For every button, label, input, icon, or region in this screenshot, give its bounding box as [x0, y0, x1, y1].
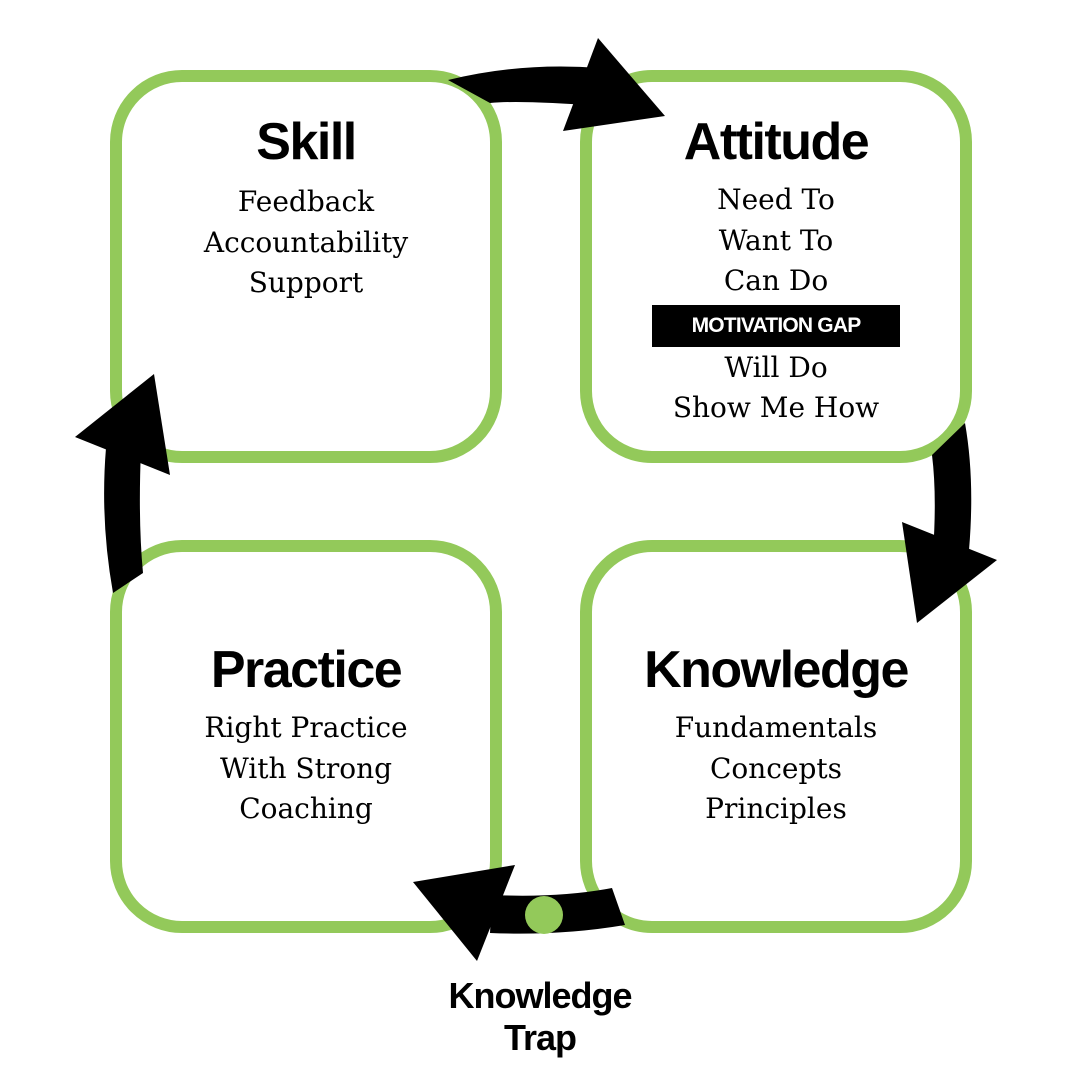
knowledge-trap-label: Knowledge Trap — [410, 975, 670, 1059]
practice-box: Practice Right Practice With Strong Coac… — [110, 540, 502, 933]
skill-title: Skill — [256, 113, 357, 171]
practice-item: Coaching — [239, 792, 373, 825]
motivation-gap-badge: MOTIVATION GAP — [652, 304, 900, 347]
knowledge-trap-line2: Trap — [503, 1017, 577, 1058]
knowledge-box: Knowledge Fundamentals Concepts Principl… — [580, 540, 972, 933]
practice-title: Practice — [210, 641, 403, 699]
practice-item: Right Practice — [204, 711, 408, 744]
skill-item: Support — [248, 266, 364, 299]
attitude-box: Attitude Need To Want To Can Do MOTIVATI… — [580, 70, 972, 463]
attitude-items: Need To Want To Can Do MOTIVATION GAP Wi… — [592, 180, 960, 429]
knowledge-title: Knowledge — [644, 641, 909, 699]
knowledge-item: Fundamentals — [674, 711, 878, 744]
skill-item: Accountability — [203, 225, 409, 259]
knowledge-trap-dot-icon — [525, 896, 563, 934]
knowledge-item: Concepts — [709, 751, 843, 785]
skill-box: Skill Feedback Accountability Support — [110, 70, 502, 463]
knowledge-items: Fundamentals Concepts Principles — [592, 708, 960, 830]
knowledge-trap-line1: Knowledge — [448, 975, 632, 1016]
practice-items: Right Practice With Strong Coaching — [122, 708, 490, 830]
attitude-item: Want To — [718, 223, 834, 257]
attitude-item: Can Do — [723, 264, 829, 297]
attitude-title: Attitude — [683, 113, 870, 171]
attitude-item: Will Do — [724, 350, 828, 384]
attitude-item: Need To — [717, 183, 835, 216]
practice-item: With Strong — [219, 751, 393, 785]
skill-item: Feedback — [237, 185, 375, 218]
skill-items: Feedback Accountability Support — [122, 182, 490, 304]
knowledge-item: Principles — [705, 792, 847, 825]
attitude-item: Show Me How — [672, 391, 880, 424]
